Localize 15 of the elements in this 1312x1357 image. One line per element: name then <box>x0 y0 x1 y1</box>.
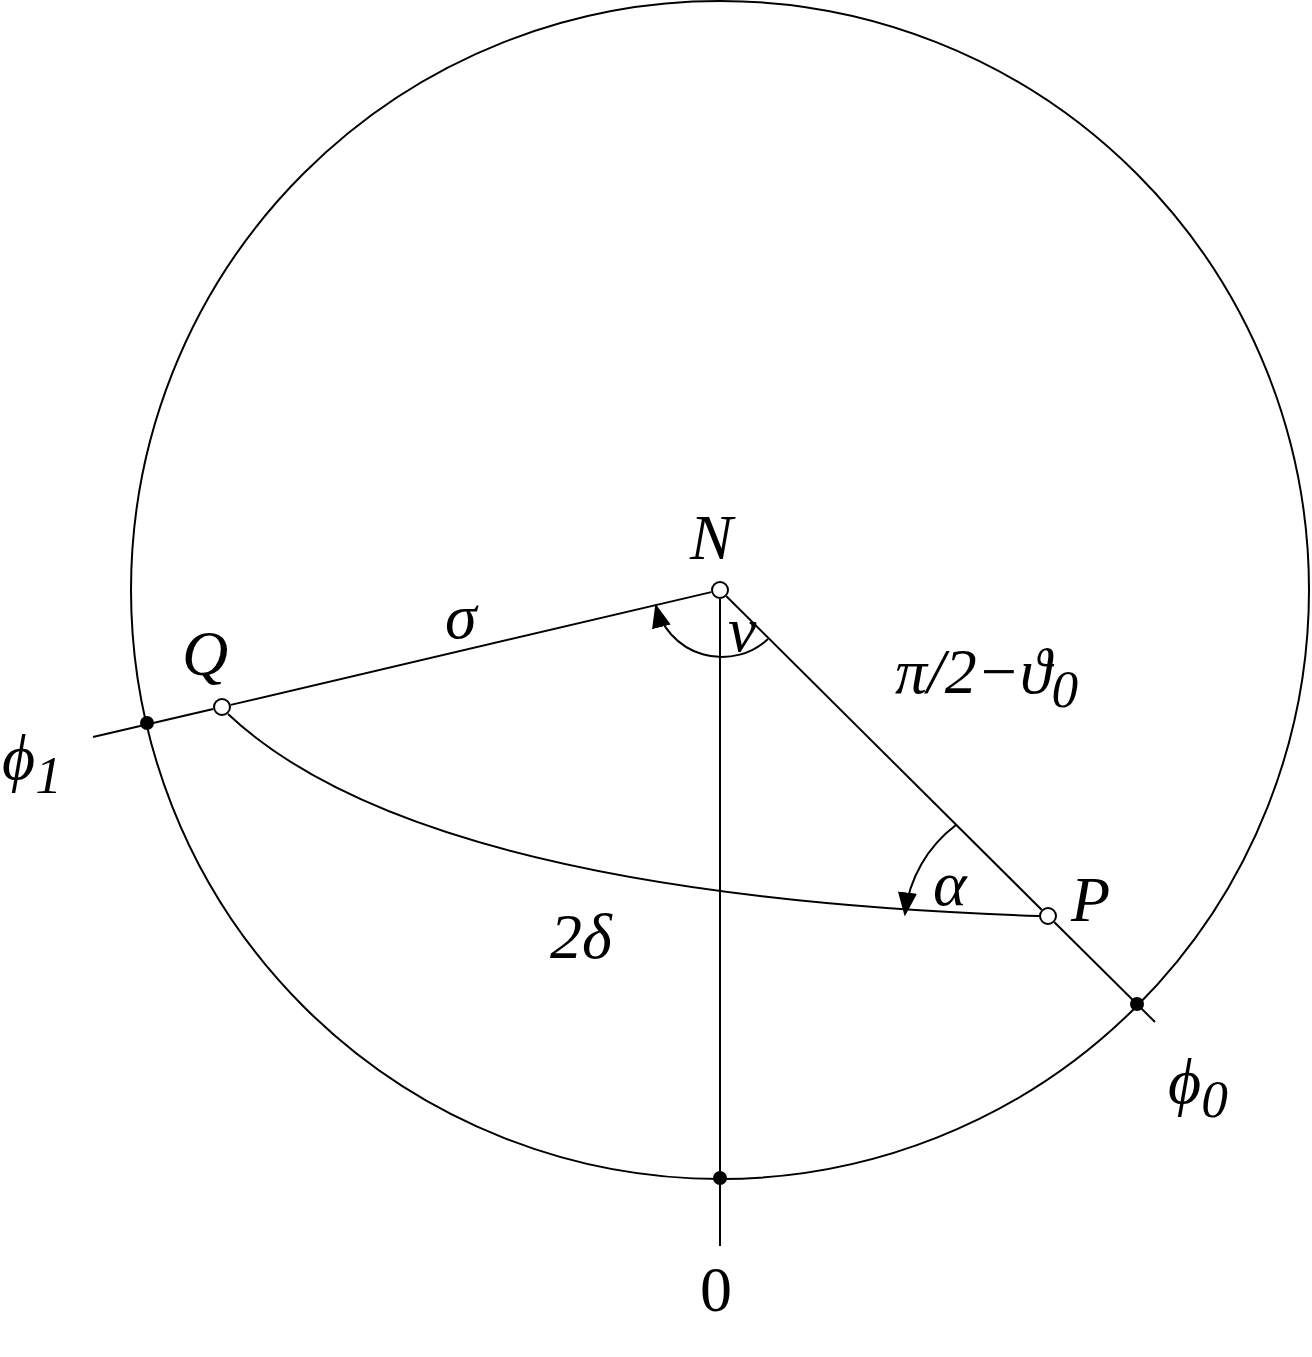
edge-label: π/2−ϑ$_{0}$ <box>895 640 1079 721</box>
point-label: ϕ$_{0}$ <box>1168 1050 1228 1131</box>
arc-line <box>227 713 1040 917</box>
line <box>92 708 215 738</box>
point-label: P <box>1071 868 1111 932</box>
angle-label: ν <box>728 598 757 662</box>
edge-label: σ <box>445 585 477 649</box>
line <box>229 591 713 706</box>
line <box>725 595 1043 911</box>
edge-label: 2δ <box>550 905 612 969</box>
point-label: Q <box>182 622 229 686</box>
angle-label: α <box>933 852 967 916</box>
point-label: 0 <box>700 1258 732 1322</box>
line <box>719 598 721 1247</box>
point-label: ϕ$_{1}$ <box>2 726 62 807</box>
